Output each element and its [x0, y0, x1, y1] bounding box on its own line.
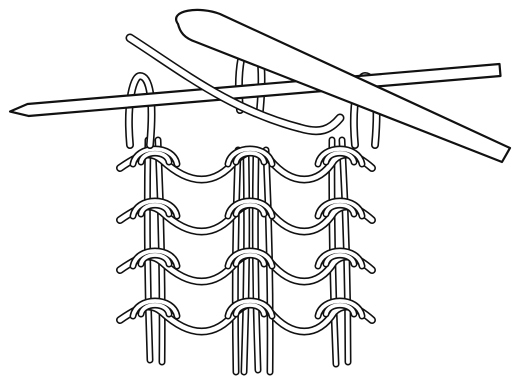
strand-4: [244, 150, 247, 372]
